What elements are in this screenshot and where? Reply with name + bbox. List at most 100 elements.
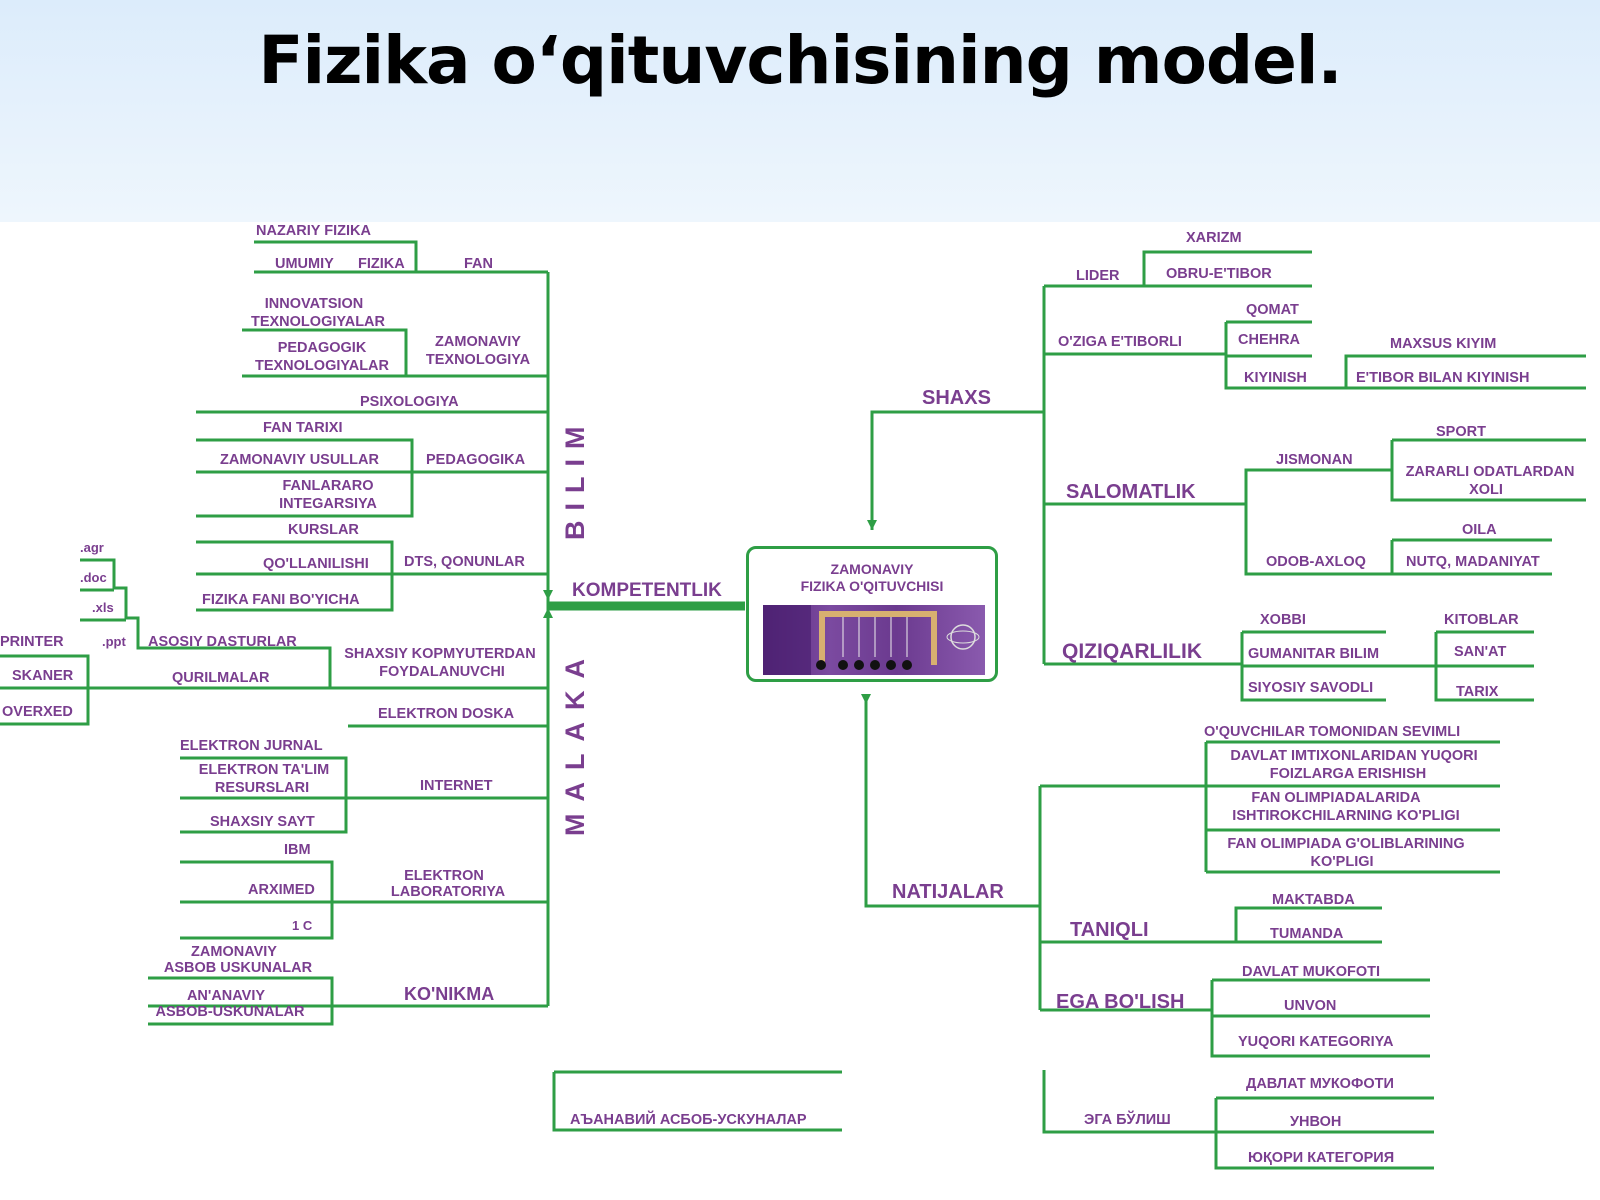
label-zararli-odatlardan: ZARARLI ODATLARDAN bbox=[1406, 464, 1575, 480]
label-pedagogik-texnologiyalar: TEXNOLOGIYALAR bbox=[255, 358, 390, 374]
label-zamonaviy: ZAMONAVIY bbox=[435, 334, 521, 350]
label-qomat: QOMAT bbox=[1246, 302, 1299, 318]
label-fan-tarixi: FAN TARIXI bbox=[263, 420, 342, 436]
label-ppt: .ppt bbox=[102, 634, 126, 649]
label-oziga-etiborli: O'ZIGA E'TIBORLI bbox=[1058, 334, 1182, 350]
physics-apparatus-image bbox=[763, 605, 985, 675]
label-xarizm: XARIZM bbox=[1186, 230, 1242, 246]
label-laboratoriya: LABORATORIYA bbox=[391, 884, 506, 900]
branch-taniqli: TANIQLI bbox=[1070, 919, 1149, 941]
label-kurslar: KURSLAR bbox=[288, 522, 359, 538]
label-dts-qonunlar: DTS, QONUNLAR bbox=[404, 554, 525, 570]
label-overxed: OVERXED bbox=[2, 704, 73, 720]
label-kitoblar: KITOBLAR bbox=[1444, 612, 1519, 628]
label-yuqori-kategoriya: YUQORI KATEGORIYA bbox=[1238, 1034, 1394, 1050]
label-ishtirokchilar: ISHTIROKCHILARNING KO'PLIGI bbox=[1232, 808, 1459, 824]
label-unvon: UNVON bbox=[1284, 998, 1336, 1014]
label-resurslari: RESURSLARI bbox=[215, 780, 309, 796]
label-zamonaviy-asbob: ZAMONAVIY bbox=[191, 944, 277, 960]
label-pedagogik: PEDAGOGIK bbox=[278, 340, 367, 356]
label-sanat: SAN'AT bbox=[1454, 644, 1506, 660]
label-xls: .xls bbox=[92, 600, 114, 615]
label-gumanitar-bilim: GUMANITAR BILIM bbox=[1248, 646, 1379, 662]
label-maktabda: MAKTABDA bbox=[1272, 892, 1355, 908]
page-title: Fizika o‘qituvchisining model. bbox=[258, 22, 1342, 99]
label-shaxsiy-kompyuterdan: SHAXSIY KOPMYUTERDAN bbox=[344, 646, 535, 662]
label-zamonaviy-usullar: ZAMONAVIY USULLAR bbox=[220, 452, 379, 468]
label-integarsiya: INTEGARSIYA bbox=[279, 496, 377, 512]
label-umumiy: UMUMIY bbox=[275, 256, 334, 272]
label-cyrillic-asbob: АЪАНАВИЙ АСБОБ-УСКУНАЛАР bbox=[570, 1110, 807, 1128]
branch-malaka: MALAKA bbox=[560, 647, 590, 836]
label-konikma: KO'NIKMA bbox=[404, 984, 494, 1004]
label-odob-axloq: ODOB-AXLOQ bbox=[1266, 554, 1366, 570]
center-title-line2: FIZIKA O'QITUVCHISI bbox=[800, 578, 944, 594]
label-pedagogika: PEDAGOGIKA bbox=[426, 452, 526, 468]
label-printer: PRINTER bbox=[0, 634, 64, 650]
label-qollanilishi: QO'LLANILISHI bbox=[263, 556, 369, 572]
right-connectors bbox=[861, 250, 1586, 1170]
label-arximed: ARXIMED bbox=[248, 882, 315, 898]
label-doc: .doc bbox=[80, 570, 107, 585]
label-qurilmalar: QURILMALAR bbox=[172, 670, 270, 686]
header-band bbox=[0, 0, 1600, 222]
label-agr: .agr bbox=[80, 540, 104, 555]
label-tarix: TARIX bbox=[1456, 684, 1499, 700]
label-elektron-talim: ELEKTRON TA'LIM bbox=[199, 762, 329, 778]
branch-shaxs: SHAXS bbox=[922, 387, 991, 409]
label-skaner: SKANER bbox=[12, 668, 74, 684]
label-cyr-yuqori-kategoriya: ЮҚОРИ КАТЕГОРИЯ bbox=[1248, 1150, 1394, 1166]
label-ananaviy: AN'ANAVIY bbox=[187, 988, 265, 1004]
label-nazariy-fizika: NAZARIY FIZIKA bbox=[256, 223, 371, 239]
label-kiyinish: KIYINISH bbox=[1244, 370, 1307, 386]
label-fanlararo: FANLARARO bbox=[282, 478, 373, 494]
label-fan-olimpiadalarida: FAN OLIMPIADALARIDA bbox=[1251, 790, 1421, 806]
label-fan-olimpiada-goliblar: FAN OLIMPIADA G'OLIBLARINING bbox=[1227, 836, 1464, 852]
label-ananaviy-asbob-uskunalar: ASBOB-USKUNALAR bbox=[155, 1004, 305, 1020]
label-oila: OILA bbox=[1462, 522, 1497, 538]
label-nutq-madaniyat: NUTQ, MADANIYAT bbox=[1406, 554, 1540, 570]
center-title-line1: ZAMONAVIY bbox=[830, 561, 914, 577]
label-lider: LIDER bbox=[1076, 268, 1120, 284]
label-kopligi: KO'PLIGI bbox=[1310, 854, 1373, 870]
label-elektron: ELEKTRON bbox=[404, 868, 484, 884]
label-psixologiya: PSIXOLOGIYA bbox=[360, 394, 459, 410]
center-title: ZAMONAVIY FIZIKA O'QITUVCHISI bbox=[749, 561, 995, 595]
label-oquvchilar-sevimli: O'QUVCHILAR TOMONIDAN SEVIMLI bbox=[1204, 724, 1460, 740]
label-sport: SPORT bbox=[1436, 424, 1486, 440]
label-cyr-davlat-mukofoti: ДАВЛАТ МУКОФОТИ bbox=[1246, 1076, 1394, 1092]
label-ibm: IBM bbox=[284, 842, 311, 858]
label-texnologiyalar: TEXNOLOGIYALAR bbox=[251, 314, 386, 330]
newtons-cradle-icon bbox=[763, 605, 980, 675]
label-zamonaviy-texnologiya: TEXNOLOGIYA bbox=[426, 352, 531, 368]
label-cyr-ega-bolish: ЭГА БЎЛИШ bbox=[1084, 1110, 1171, 1128]
branch-qiziqarlilik: QIZIQARLILIK bbox=[1062, 640, 1202, 663]
label-xobbi: XOBBI bbox=[1260, 612, 1306, 628]
center-node: ZAMONAVIY FIZIKA O'QITUVCHISI bbox=[746, 546, 998, 682]
label-fizika-fani-boyicha: FIZIKA FANI BO'YICHA bbox=[202, 592, 360, 608]
label-fan: FAN bbox=[464, 256, 493, 272]
label-asbob-uskunalar: ASBOB USKUNALAR bbox=[164, 960, 313, 976]
label-innovatsion: INNOVATSION bbox=[265, 296, 364, 312]
label-fizika: FIZIKA bbox=[358, 256, 405, 272]
label-siyosiy-savodli: SIYOSIY SAVODLI bbox=[1248, 680, 1373, 696]
label-maxsus-kiyim: MAXSUS KIYIM bbox=[1390, 336, 1496, 352]
branch-bilim: BILIM bbox=[560, 417, 590, 541]
branch-kompetentlik: KOMPETENTLIK bbox=[572, 580, 722, 601]
label-jismonan: JISMONAN bbox=[1276, 452, 1353, 468]
left-connectors bbox=[0, 240, 842, 1132]
label-internet: INTERNET bbox=[420, 778, 493, 794]
branch-salomatlik: SALOMATLIK bbox=[1066, 481, 1196, 503]
label-chehra: CHEHRA bbox=[1238, 332, 1301, 348]
label-cyr-unvon: УНВОН bbox=[1290, 1114, 1341, 1130]
label-foizlarga-erishish: FOIZLARGA ERISHISH bbox=[1270, 766, 1427, 782]
label-foydalanuvchi: FOYDALANUVCHI bbox=[379, 664, 505, 680]
label-elektron-jurnal: ELEKTRON JURNAL bbox=[180, 738, 323, 754]
label-obru-etibor: OBRU-E'TIBOR bbox=[1166, 266, 1272, 282]
label-asosiy-dasturlar: ASOSIY DASTURLAR bbox=[148, 634, 297, 650]
label-tumanda: TUMANDA bbox=[1270, 926, 1344, 942]
label-etibor-bilan-kiyinish: E'TIBOR BILAN KIYINISH bbox=[1356, 370, 1529, 386]
branch-ega-bolish: EGA BO'LISH bbox=[1056, 991, 1184, 1013]
label-davlat-mukofoti: DAVLAT MUKOFOTI bbox=[1242, 964, 1380, 980]
